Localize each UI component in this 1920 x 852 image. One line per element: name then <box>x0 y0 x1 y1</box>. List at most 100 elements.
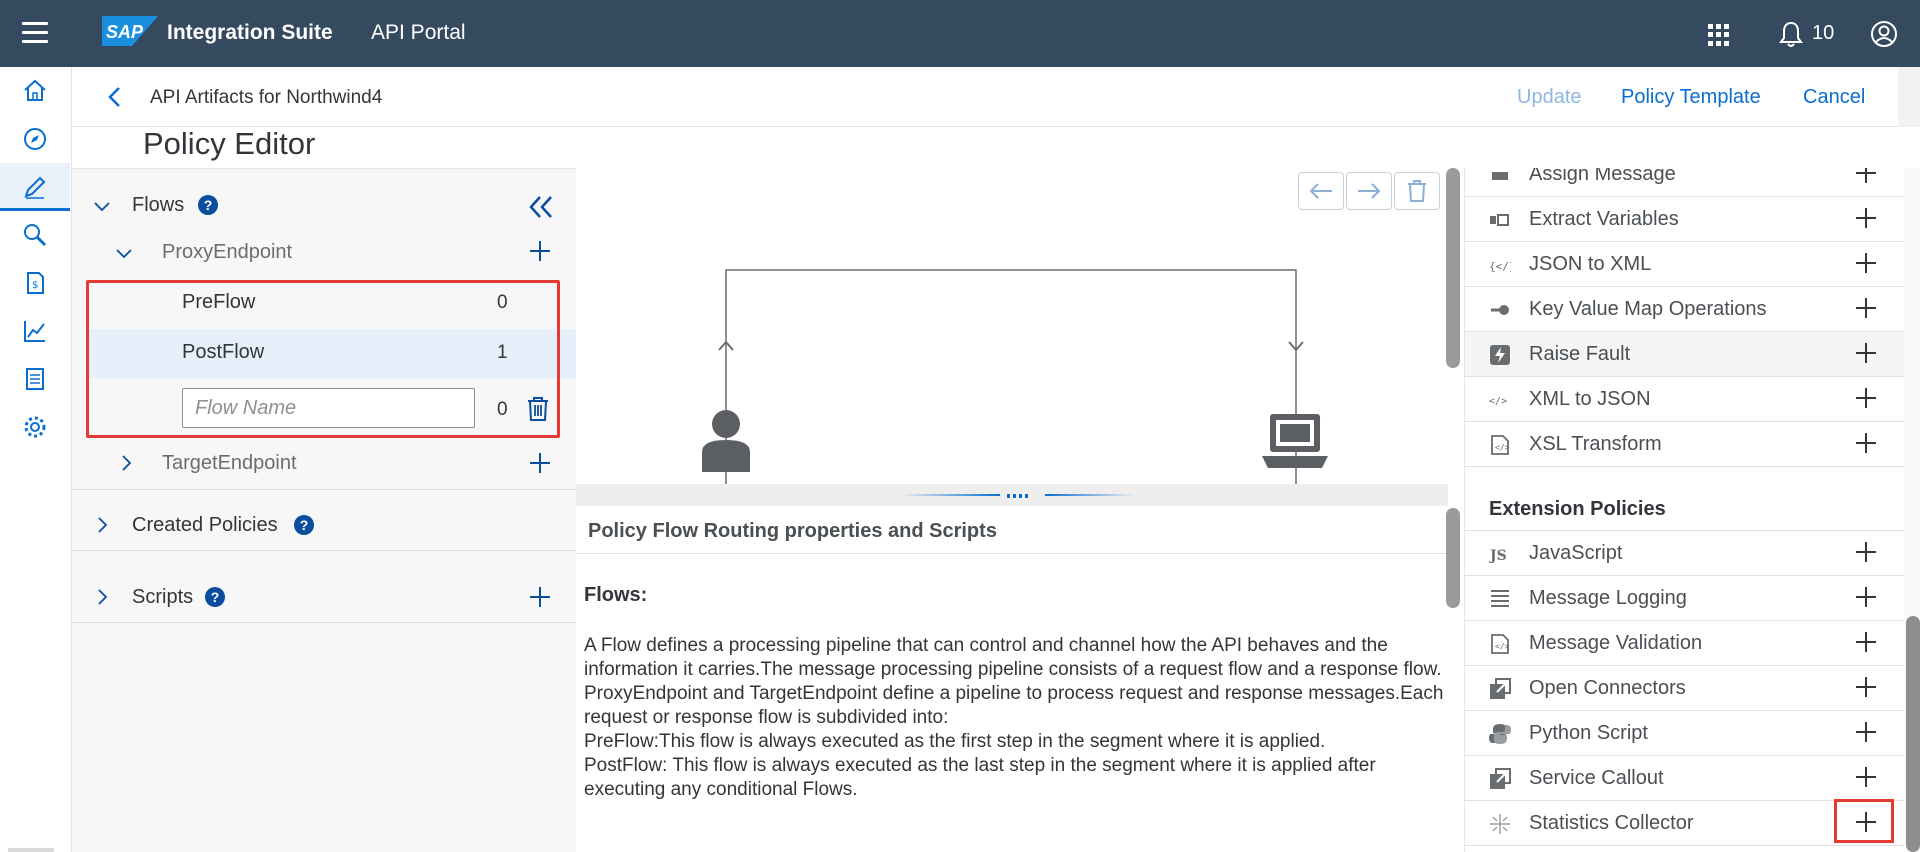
flow-name-input[interactable] <box>182 388 475 428</box>
scripts-help-icon[interactable]: ? <box>205 587 225 607</box>
service-callout-icon <box>1490 768 1511 789</box>
redo-arrow-right-icon[interactable] <box>1346 172 1392 210</box>
add-policy-plus-icon[interactable] <box>1855 541 1877 563</box>
flow-row-postflow[interactable]: PostFlow 1 <box>86 329 576 378</box>
cancel-button[interactable]: Cancel <box>1803 86 1866 108</box>
palette-item-label: Python Script <box>1529 722 1648 744</box>
doc-scrollbar[interactable] <box>1446 508 1460 608</box>
notification-count[interactable]: 10 <box>1812 22 1835 44</box>
palette-item-message-logging[interactable]: Message Logging <box>1465 576 1904 621</box>
shell-bar: SAP Integration Suite API Portal 10 <box>0 0 1920 67</box>
chevron-right-icon[interactable] <box>94 517 110 533</box>
palette-item-service-callout[interactable]: Service Callout <box>1465 756 1904 801</box>
palette-item-python-script[interactable]: Python Script <box>1465 711 1904 756</box>
palette-item-label: Assign Message <box>1529 168 1676 185</box>
palette-item-message-validation[interactable]: </> Message Validation <box>1465 621 1904 666</box>
statistics-icon <box>1490 814 1510 834</box>
add-policy-plus-icon[interactable] <box>1855 766 1877 788</box>
add-policy-plus-icon[interactable] <box>1855 586 1877 608</box>
add-policy-plus-icon[interactable] <box>1855 342 1877 364</box>
doc-paragraph: PostFlow: This flow is always executed a… <box>584 755 1376 800</box>
add-script-plus-icon[interactable] <box>528 585 552 609</box>
nav-home-icon[interactable] <box>0 67 70 115</box>
add-target-flow-plus-icon[interactable] <box>528 451 552 475</box>
add-policy-plus-icon[interactable] <box>1855 168 1877 184</box>
side-navigation: $ <box>0 67 72 852</box>
palette-item-json-to-xml[interactable]: {</} JSON to XML <box>1465 242 1904 287</box>
palette-item-statistics-collector[interactable]: Statistics Collector <box>1465 801 1904 846</box>
svg-text:$: $ <box>32 280 38 291</box>
flow-row-preflow[interactable]: PreFlow 0 <box>86 280 576 329</box>
nav-analyze-analytics-icon[interactable] <box>0 307 70 355</box>
palette-item-label: Open Connectors <box>1529 677 1686 699</box>
xsl-transform-icon: </> <box>1491 435 1510 455</box>
nav-discover-compass-icon[interactable] <box>0 115 70 163</box>
add-policy-plus-icon[interactable] <box>1855 297 1877 319</box>
add-policy-plus-icon[interactable] <box>1855 676 1877 698</box>
validation-icon: </> <box>1491 634 1510 654</box>
target-endpoint-label[interactable]: TargetEndpoint <box>162 452 297 474</box>
created-policies-label[interactable]: Created Policies <box>132 514 278 536</box>
canvas-scrollbar[interactable] <box>1446 168 1460 368</box>
collapse-panel-icon[interactable] <box>528 195 554 219</box>
palette-item-label: Message Validation <box>1529 632 1703 654</box>
palette-item-javascript[interactable]: JS JavaScript <box>1465 531 1904 576</box>
flow-policy-count: 1 <box>497 342 508 363</box>
add-proxy-flow-plus-icon[interactable] <box>528 239 552 263</box>
palette-item-xsl-transform[interactable]: </> XSL Transform <box>1465 422 1904 467</box>
palette-scrollbar[interactable] <box>1906 616 1920 852</box>
add-policy-plus-icon[interactable] <box>1855 721 1877 743</box>
palette-item-raise-fault[interactable]: Raise Fault <box>1465 332 1904 377</box>
breadcrumb[interactable]: API Artifacts for Northwind4 <box>150 87 383 108</box>
add-policy-plus-icon[interactable] <box>1855 207 1877 229</box>
palette-item-xml-to-json[interactable]: </> XML to JSON <box>1465 377 1904 422</box>
doc-body: A Flow defines a processing pipeline tha… <box>584 634 1444 802</box>
menu-icon[interactable] <box>22 22 48 44</box>
undo-arrow-left-icon[interactable] <box>1298 172 1344 210</box>
flows-help-icon[interactable]: ? <box>198 195 218 215</box>
nav-develop-pencil-icon[interactable] <box>0 163 70 211</box>
scripts-label[interactable]: Scripts <box>132 586 194 608</box>
delete-trash-icon[interactable] <box>1394 172 1440 210</box>
add-policy-plus-icon[interactable] <box>1855 387 1877 409</box>
back-arrow-icon[interactable] <box>104 85 128 109</box>
laptop-server-icon <box>1262 414 1328 468</box>
bell-icon[interactable] <box>1778 20 1804 48</box>
chevron-right-icon[interactable] <box>94 589 110 605</box>
raise-fault-icon <box>1490 345 1510 365</box>
palette-item-label: Statistics Collector <box>1529 812 1694 834</box>
delete-flow-trash-icon[interactable] <box>526 396 550 422</box>
chevron-down-icon[interactable] <box>94 198 110 214</box>
splitter-grip-icon[interactable] <box>1007 494 1029 498</box>
flows-label[interactable]: Flows <box>132 194 185 216</box>
palette-item-open-connectors[interactable]: Open Connectors <box>1465 666 1904 711</box>
add-policy-plus-icon[interactable] <box>1855 432 1877 454</box>
flow-policy-count: 0 <box>497 292 508 313</box>
palette-item-extract-variables[interactable]: Extract Variables <box>1465 197 1904 242</box>
policy-template-button[interactable]: Policy Template <box>1621 86 1761 108</box>
javascript-icon: JS <box>1489 548 1507 564</box>
palette-item-label: Extract Variables <box>1529 208 1679 230</box>
add-policy-plus-icon[interactable] <box>1855 631 1877 653</box>
palette-item-key-value-map[interactable]: Key Value Map Operations <box>1465 287 1904 332</box>
nav-monetize-billing-icon[interactable]: $ <box>0 259 70 307</box>
header-edge <box>1898 67 1920 127</box>
created-policies-help-icon[interactable]: ? <box>294 515 314 535</box>
nav-settings-gear-icon[interactable] <box>0 403 70 451</box>
chevron-down-icon[interactable] <box>116 245 132 261</box>
nav-checklist-icon[interactable] <box>0 355 70 403</box>
flow-canvas[interactable] <box>576 168 1448 484</box>
add-policy-plus-icon[interactable] <box>1855 252 1877 274</box>
palette-item-assign-message[interactable]: Assign Message <box>1465 168 1904 197</box>
app-launcher-icon[interactable] <box>1708 24 1730 46</box>
proxy-endpoint-label[interactable]: ProxyEndpoint <box>162 241 293 263</box>
update-button[interactable]: Update <box>1517 86 1582 108</box>
chevron-right-icon[interactable] <box>118 455 134 471</box>
add-policy-plus-icon[interactable] <box>1855 811 1877 833</box>
user-profile-icon[interactable] <box>1870 20 1898 48</box>
nav-test-search-icon[interactable] <box>0 211 70 259</box>
doc-header-title: Policy Flow Routing properties and Scrip… <box>588 520 997 542</box>
json-to-xml-icon: {</} <box>1489 260 1511 273</box>
svg-text:</>: </> <box>1495 642 1510 651</box>
rail-divider <box>8 848 54 852</box>
